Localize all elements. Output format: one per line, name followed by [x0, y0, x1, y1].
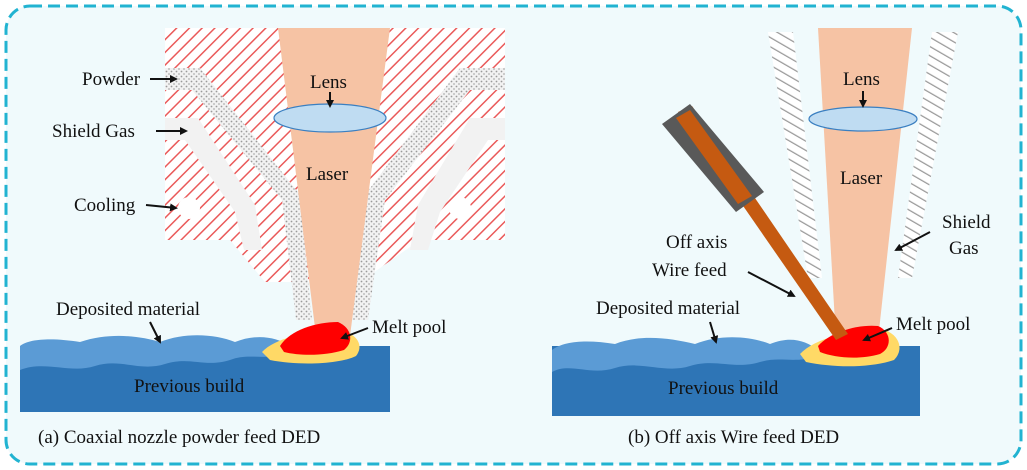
label-shield-gas: Shield Gas — [52, 121, 135, 142]
cooling-hole-right — [449, 197, 471, 219]
label-laser-right: Laser — [840, 168, 883, 189]
deposited-material-left — [20, 335, 290, 370]
label-lens-right: Lens — [843, 69, 880, 90]
right-panel: Lens Laser Shield Gas Off axis Wire feed… — [552, 28, 991, 448]
label-deposited-right: Deposited material — [596, 298, 740, 319]
arrow-cooling — [145, 203, 178, 212]
label-cooling: Cooling — [74, 195, 136, 216]
arrow-deposited-left — [149, 321, 161, 344]
shield-nozzle-left — [768, 32, 822, 278]
caption-right: (b) Off axis Wire feed DED — [628, 427, 839, 448]
cooling-hole-left — [178, 197, 200, 219]
arrow-melt-pool-left — [340, 327, 369, 340]
arrow-wire-feed — [747, 271, 796, 297]
left-panel: Powder Shield Gas Cooling Lens Laser Dep… — [20, 28, 505, 448]
arrow-deposited-right — [709, 321, 719, 344]
shield-gas-channel-right — [410, 118, 505, 250]
laser-beam-right — [818, 28, 912, 340]
label-melt-pool-right: Melt pool — [896, 314, 970, 335]
powder-channel-left — [165, 68, 312, 320]
caption-left: (a) Coaxial nozzle powder feed DED — [38, 427, 320, 448]
arrow-melt-pool-right — [862, 327, 893, 342]
powder-channel-right — [352, 68, 505, 320]
deposited-material-right — [552, 337, 818, 372]
label-lens-left: Lens — [310, 72, 347, 93]
shield-nozzle-right — [898, 32, 958, 278]
label-laser-left: Laser — [306, 164, 349, 185]
lens-left — [273, 103, 387, 133]
label-wire-feed: Wire feed — [652, 260, 727, 281]
label-deposited-left: Deposited material — [56, 299, 200, 320]
melt-pool-left — [280, 322, 351, 355]
lens-right — [808, 106, 918, 132]
wire-in-holder — [676, 110, 752, 204]
label-shield: Shield — [942, 212, 991, 233]
label-previous-build-right: Previous build — [668, 378, 779, 399]
label-gas: Gas — [949, 238, 979, 259]
arrow-shield-gas-right — [894, 231, 931, 251]
label-off-axis: Off axis — [666, 232, 727, 253]
label-previous-build-left: Previous build — [134, 376, 245, 397]
label-powder: Powder — [82, 69, 141, 90]
shield-gas-channel-left — [165, 118, 262, 250]
label-melt-pool-left: Melt pool — [372, 317, 446, 338]
